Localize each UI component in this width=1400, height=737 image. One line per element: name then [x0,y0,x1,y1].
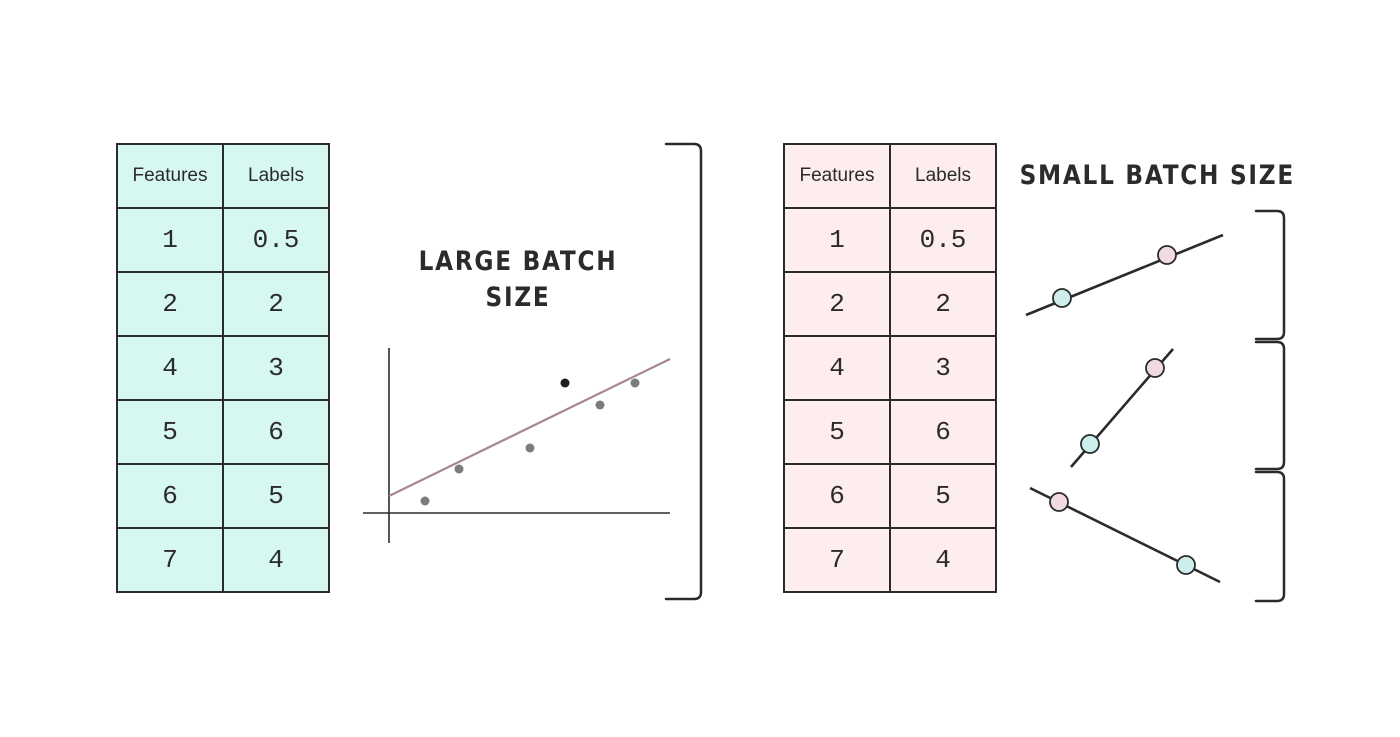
data-point [420,496,430,506]
label-cell: 3 [889,335,997,401]
label-cell: 6 [889,399,997,465]
node-teal [1052,288,1072,308]
small-batch-title: SMALL BATCH SIZE [1019,160,1295,191]
feature-cell: 6 [116,463,224,529]
node-pink [1157,245,1177,265]
feature-cell: 7 [783,527,891,593]
data-point [454,464,464,474]
node-pink [1049,492,1069,512]
small-batch-bracket-1 [1254,209,1286,341]
data-point [595,400,605,410]
labels-header: Labels [222,143,330,209]
feature-cell: 4 [116,335,224,401]
label-cell: 5 [222,463,330,529]
large-batch-title-line1: LARGE BATCH [418,246,618,277]
feature-cell: 5 [116,399,224,465]
features-header: Features [783,143,891,209]
feature-cell: 2 [116,271,224,337]
label-cell: 3 [222,335,330,401]
large-batch-title-line2: SIZE [485,282,551,313]
label-cell: 0.5 [222,207,330,273]
small-batch-bracket-2 [1254,340,1286,471]
label-cell: 2 [889,271,997,337]
data-point [630,378,640,388]
feature-cell: 2 [783,271,891,337]
label-cell: 4 [222,527,330,593]
labels-header: Labels [889,143,997,209]
features-header: Features [116,143,224,209]
large-batch-bracket [664,142,703,601]
large-batch-title: LARGE BATCH SIZE [415,244,621,316]
node-teal [1176,555,1196,575]
feature-cell: 4 [783,335,891,401]
node-pink [1145,358,1165,378]
label-cell: 2 [222,271,330,337]
data-point [525,443,535,453]
node-teal [1080,434,1100,454]
label-cell: 6 [222,399,330,465]
table-header-row: Features Labels [783,143,997,209]
label-cell: 4 [889,527,997,593]
fit-line [388,358,671,497]
feature-cell: 7 [116,527,224,593]
label-cell: 5 [889,463,997,529]
label-cell: 0.5 [889,207,997,273]
feature-cell: 1 [116,207,224,273]
data-point [560,378,570,388]
feature-cell: 1 [783,207,891,273]
feature-cell: 5 [783,399,891,465]
small-batch-bracket-3 [1254,470,1286,603]
feature-cell: 6 [783,463,891,529]
table-header-row: Features Labels [116,143,330,209]
